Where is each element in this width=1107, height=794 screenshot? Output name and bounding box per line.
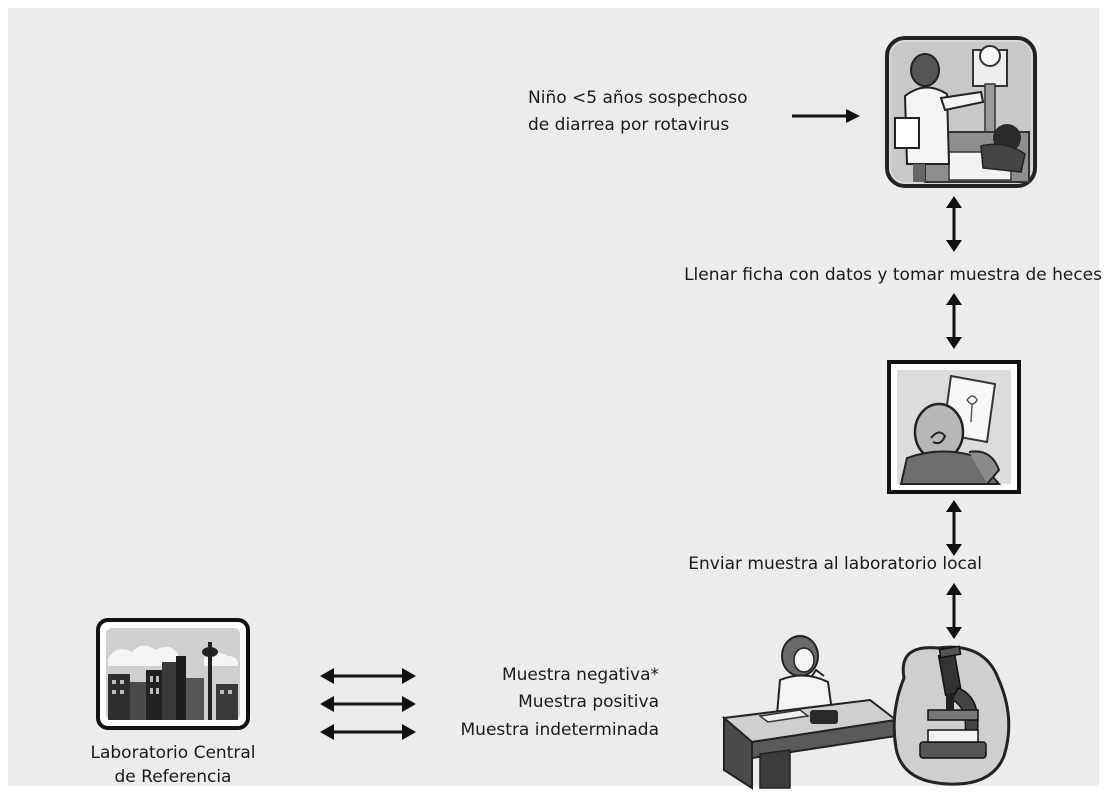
step-fill-form: Llenar ficha con datos y tomar muestra d… [684,265,1102,285]
doctor-reading-document-icon [887,360,1021,494]
result-negative: Muestra negativa* [501,665,659,685]
lab-technician-at-desk-icon [721,635,899,790]
central-lab-line1: Laboratorio Central [90,743,256,763]
arrow-double-negative [320,668,416,684]
result-positive: Muestra positiva [518,692,659,712]
arrow-vertical-2 [946,293,962,349]
health-worker-with-child-icon [885,36,1037,188]
case-text-line2: de diarrea por rotavirus [528,115,730,135]
arrow-double-indeterminate [320,724,416,740]
central-lab-line2: de Referencia [114,767,232,787]
result-indeterminate: Muestra indeterminada [460,720,659,740]
arrow-vertical-4 [946,583,962,639]
step-send-sample: Enviar muestra al laboratorio local [688,554,982,574]
city-skyline-icon [96,618,250,730]
arrow-double-positive [320,696,416,712]
case-text-line1: Niño <5 años sospechoso [528,88,748,108]
arrow-right [792,109,860,123]
arrow-vertical-3 [946,500,962,556]
microscope-icon [892,645,1011,786]
arrow-vertical-1 [946,196,962,252]
